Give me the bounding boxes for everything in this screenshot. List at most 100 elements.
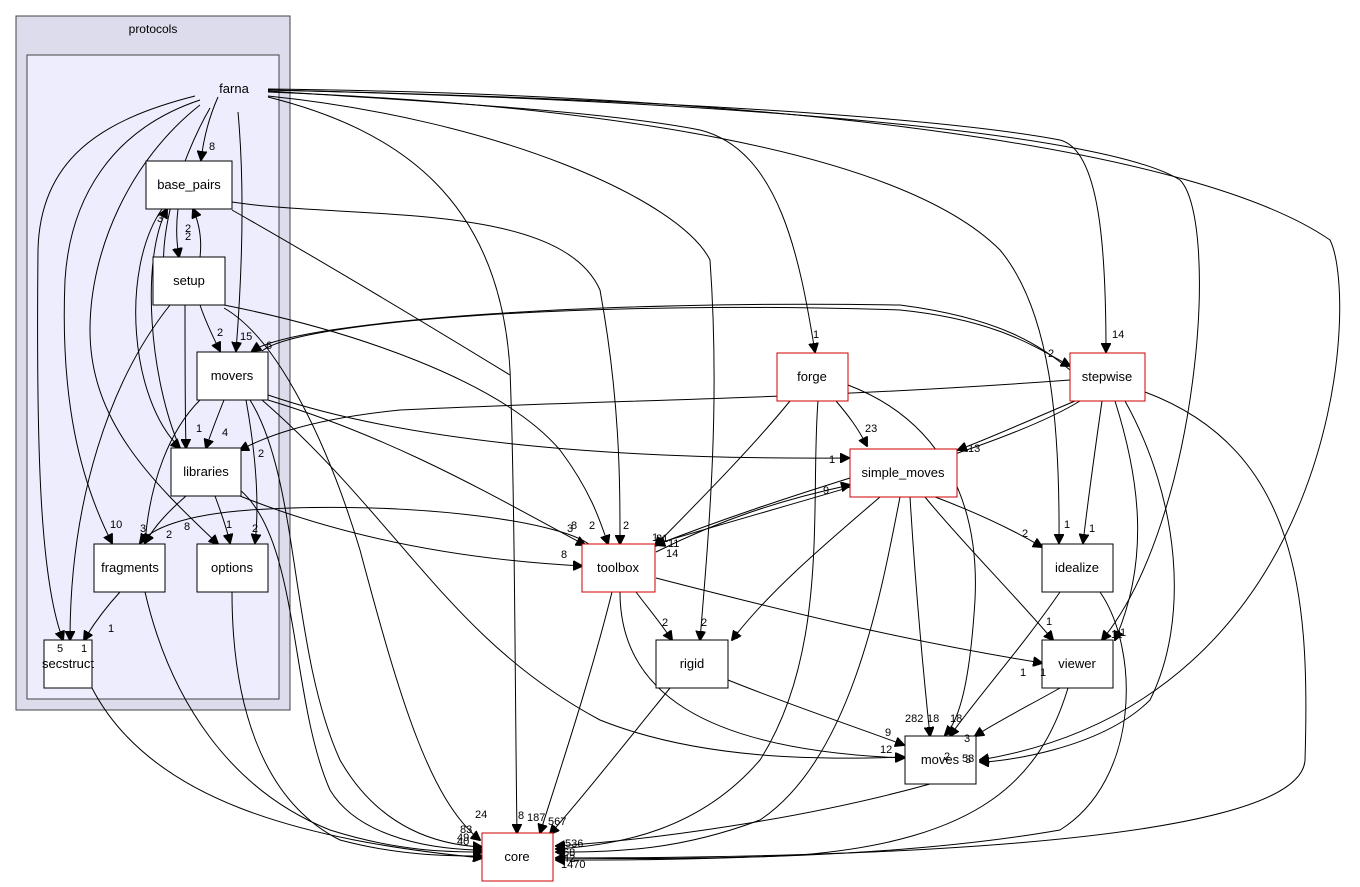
edge-label: 8 (518, 810, 524, 822)
edge-label: 31 (656, 533, 668, 545)
edge-label: 2 (1048, 348, 1054, 360)
edge-label: 49 (457, 832, 469, 844)
edge-label: 8 (184, 521, 190, 533)
edge-labels: 8 15 5 10 1 14 1 2 1 3 8 2 2 2 3 2 2 1 1… (57, 141, 1126, 871)
edge-fragments-core (144, 591, 482, 852)
edge-label: 9 (823, 485, 829, 497)
edge-label: 2 (217, 327, 223, 339)
edge-movers-core (249, 399, 482, 847)
edge-setup-secstruct (70, 304, 171, 640)
edge-forge-moves (847, 384, 976, 735)
edge-stepwise-movers (252, 303, 1071, 371)
edge-farna-base_pairs (201, 96, 219, 160)
node-toolbox[interactable]: toolbox (581, 543, 656, 593)
edge-label: 8 (561, 549, 567, 561)
edge-label: 68 (563, 847, 575, 859)
edge-label: 2 (258, 448, 264, 460)
edge-simple_moves-idealize (929, 494, 1042, 547)
edge-forge-toolbox (655, 400, 791, 546)
edge-movers-simple_moves (267, 394, 849, 458)
edge-label: 2 (944, 751, 950, 763)
edge-label: 3 (964, 733, 970, 745)
edge-stepwise-simple_moves (958, 400, 1076, 450)
edge-setup-core (223, 307, 480, 840)
edge-label: 2 (701, 617, 707, 629)
node-rigid[interactable]: rigid (655, 639, 729, 689)
node-secstruct[interactable]: secstruct (42, 639, 94, 689)
edge-movers-toolbox (267, 399, 585, 545)
edge-secstruct-core (91, 687, 482, 858)
edge-stepwise-libraries (240, 379, 1071, 450)
svg-text:simple_moves: simple_moves (861, 465, 945, 480)
edge-simple_moves-viewer (924, 496, 1053, 640)
edge-label: 83 (460, 824, 472, 836)
node-setup[interactable]: setup (152, 256, 226, 306)
edge-label: 2 (185, 231, 191, 243)
edge-viewer-moves (975, 687, 1061, 736)
cluster-farna-label[interactable]: farna (219, 81, 249, 96)
edge-stepwise-moves (980, 400, 1175, 762)
edge-base_pairs-libraries (135, 208, 180, 448)
edges (37, 88, 1341, 860)
edge-label: 11 (668, 538, 679, 550)
edge-label: 15 (240, 331, 252, 343)
nodes: base_pairs setup movers libraries fragme… (42, 160, 1146, 882)
edge-label: 3 (567, 523, 573, 535)
node-idealize[interactable]: idealize (1041, 543, 1114, 593)
svg-text:setup: setup (173, 273, 205, 288)
edge-label: 53 (962, 753, 974, 765)
edge-label: 2 (662, 617, 668, 629)
node-simple_moves[interactable]: simple_moves (849, 448, 958, 498)
edge-toolbox-core (540, 591, 613, 833)
edge-label: 536 (565, 838, 583, 850)
edge-options-core (231, 591, 482, 856)
node-forge[interactable]: forge (776, 352, 849, 402)
edge-movers-options (245, 399, 257, 543)
node-movers[interactable]: movers (196, 351, 269, 401)
edge-farna-moves (267, 88, 1341, 760)
edge-base_pairs-core (231, 209, 511, 376)
edge-label: 1 (813, 329, 819, 341)
svg-text:moves: moves (921, 752, 960, 767)
edge-libraries-options (214, 495, 230, 543)
node-base_pairs[interactable]: base_pairs (145, 160, 233, 210)
edge-label: 2 (589, 520, 595, 532)
node-libraries[interactable]: libraries (170, 447, 242, 497)
node-stepwise[interactable]: stepwise (1069, 352, 1146, 402)
node-options[interactable]: options (196, 543, 269, 593)
node-viewer[interactable]: viewer (1041, 639, 1114, 689)
edge-label: 13 (968, 443, 980, 455)
edge-farna-secstruct (37, 95, 196, 640)
edge-farna-viewer (267, 89, 1200, 640)
edge-libraries-base_pairs (150, 209, 181, 449)
edge-label: 14 (666, 548, 678, 560)
svg-text:core: core (504, 849, 529, 864)
edge-setup-movers (199, 304, 220, 351)
edge-farna-movers (236, 111, 243, 351)
edge-label: 3 (140, 523, 146, 535)
edge-movers-libraries (206, 399, 225, 448)
svg-text:fragments: fragments (101, 560, 159, 575)
svg-text:forge: forge (797, 369, 827, 384)
edge-toolbox-rigid (635, 591, 672, 640)
node-core[interactable]: core (481, 832, 554, 882)
cluster-protocols-label: protocols (129, 22, 178, 36)
edge-farna-idealize (267, 91, 1059, 543)
edge-moves-core (556, 783, 931, 846)
svg-text:movers: movers (211, 368, 254, 383)
edge-setup-toolbox (223, 304, 608, 544)
edge-label: 8 (209, 141, 215, 153)
edge-farna-fragments (63, 99, 201, 543)
edge-label: 14 (1112, 329, 1124, 341)
node-fragments[interactable]: fragments (93, 543, 166, 593)
svg-text:idealize: idealize (1055, 560, 1099, 575)
edge-base_pairs-toolbox (231, 201, 620, 544)
edge-rigid-core (550, 687, 671, 834)
edge-label: 2 (252, 523, 258, 535)
edge-setup-base_pairs (193, 209, 202, 258)
edge-stepwise-idealize (1083, 400, 1103, 543)
edge-viewer-core (556, 687, 1069, 860)
edge-label: 10 (110, 519, 122, 531)
node-moves[interactable]: moves (904, 735, 977, 785)
edge-label: 40 (457, 836, 469, 848)
